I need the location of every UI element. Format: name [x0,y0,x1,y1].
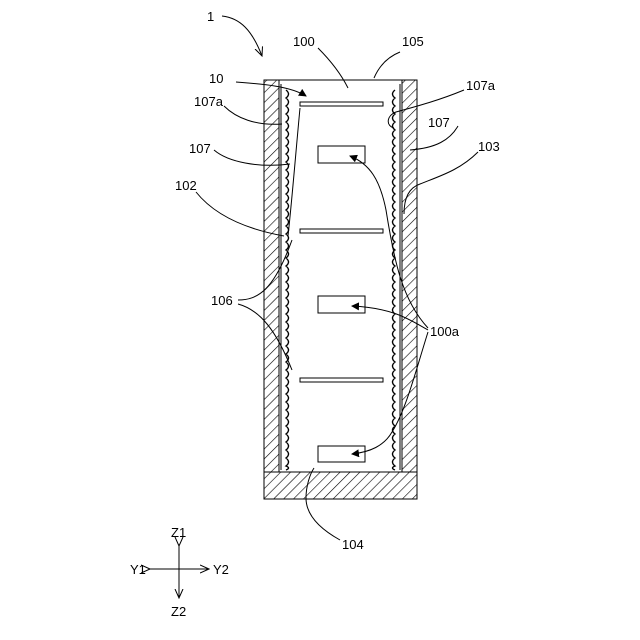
blocks [318,146,365,462]
axis-indicator: Z1 Z2 Y1 Y2 [130,525,229,619]
leader-105 [374,52,400,78]
reference-labels: 1 100 105 10 107a 107a 107 107 102 103 1… [175,9,500,552]
label-100: 100 [293,34,315,49]
label-102: 102 [175,178,197,193]
right-wall [402,80,417,472]
leader-1 [222,16,262,56]
leader-100 [318,48,348,88]
plate-bottom [300,378,383,382]
wavy-layers [281,84,400,470]
axis-label-y1: Y1 [130,562,146,577]
label-106: 106 [211,293,233,308]
right-wave-layer [393,90,396,470]
plate-middle [300,229,383,233]
block-middle [318,296,365,313]
bottom-wall [264,472,417,499]
label-100a: 100a [430,324,460,339]
left-wave-layer [286,90,289,470]
axis-label-z1: Z1 [171,525,186,540]
axis-label-y2: Y2 [213,562,229,577]
leader-10-stem [288,108,300,236]
label-1: 1 [207,9,214,24]
label-107-left: 107 [189,141,211,156]
label-103: 103 [478,139,500,154]
left-wall [264,80,279,472]
block-lower [318,446,365,462]
label-10: 10 [209,71,223,86]
label-104: 104 [342,537,364,552]
plate-top [300,102,383,106]
label-107a-left: 107a [194,94,224,109]
label-107a-right: 107a [466,78,496,93]
plates [300,102,383,382]
label-107-right: 107 [428,115,450,130]
label-105: 105 [402,34,424,49]
axis-label-z2: Z2 [171,604,186,619]
